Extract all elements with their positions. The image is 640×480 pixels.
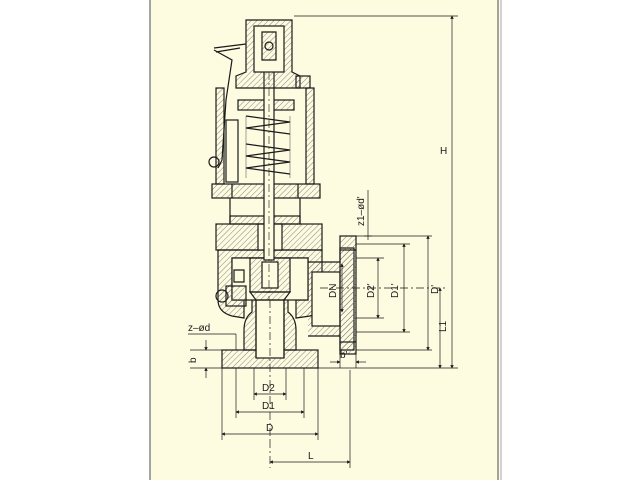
label-z1-d-prime: z1–ød' [356, 196, 367, 226]
label-D: D [266, 423, 273, 434]
lift-lever [213, 43, 247, 53]
label-b: b [188, 357, 199, 363]
label-z-d: z–ød [188, 323, 210, 334]
spring-housing [211, 56, 321, 300]
label-L: L [308, 451, 314, 462]
cap-and-lever [208, 19, 311, 183]
label-D2-prime: D2' [366, 283, 377, 298]
label-D1: D1 [262, 401, 275, 412]
outlet-flange [339, 235, 357, 355]
label-b-prime: b' [340, 350, 348, 361]
label-H: H [440, 146, 447, 157]
dimension-labels: H L1 D' D1' D2' DN z1–ød' b' b z–ød D2 D… [188, 146, 449, 462]
spring-coil [245, 115, 291, 175]
label-D-prime: D' [430, 285, 441, 294]
label-D2: D2 [262, 383, 275, 394]
paper-sheet [150, 0, 500, 480]
dimension-lines [188, 15, 458, 468]
label-D1-prime: D1' [390, 283, 401, 298]
label-L1: L1 [438, 320, 449, 332]
label-DN: DN [328, 284, 339, 298]
